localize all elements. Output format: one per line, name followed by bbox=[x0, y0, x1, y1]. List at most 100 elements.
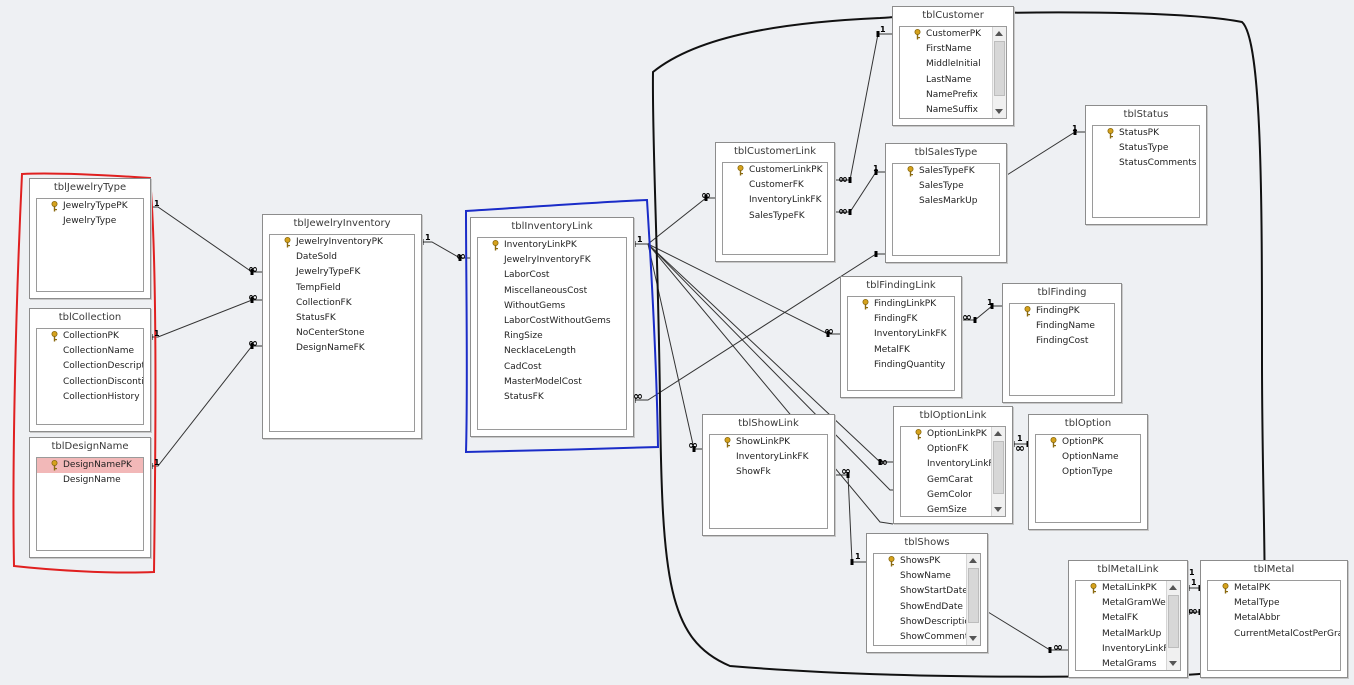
field[interactable]: SalesTypeFK bbox=[723, 209, 827, 224]
field[interactable]: JewelryInventoryFK bbox=[478, 253, 626, 268]
relationship-line[interactable] bbox=[422, 241, 470, 259]
relationship-line[interactable] bbox=[151, 299, 262, 338]
field[interactable]: LaborCostWithoutGems bbox=[478, 314, 626, 329]
scroll-up-arrow-icon[interactable] bbox=[995, 31, 1003, 36]
field[interactable]: TempField bbox=[270, 281, 414, 296]
field[interactable]: InventoryLinkFK bbox=[710, 450, 827, 465]
field[interactable]: CollectionFK bbox=[270, 296, 414, 311]
field[interactable]: MiscellaneousCost bbox=[478, 284, 626, 299]
scroll-thumb[interactable] bbox=[1168, 595, 1179, 649]
field[interactable]: MasterModelCost bbox=[478, 375, 626, 390]
primary-key-field[interactable]: FindingPK bbox=[1010, 304, 1114, 319]
scroll-up-arrow-icon[interactable] bbox=[969, 558, 977, 563]
field[interactable]: CurrentMetalCostPerGram bbox=[1208, 627, 1340, 642]
field[interactable]: OptionName bbox=[1036, 450, 1140, 465]
relationship-line[interactable] bbox=[634, 243, 893, 463]
field[interactable]: CadCost bbox=[478, 360, 626, 375]
scroll-thumb[interactable] bbox=[968, 568, 979, 623]
field[interactable]: OptionFK bbox=[901, 442, 1005, 457]
scroll-down-arrow-icon[interactable] bbox=[995, 109, 1003, 114]
field[interactable]: WithoutGems bbox=[478, 299, 626, 314]
scroll-thumb[interactable] bbox=[993, 441, 1004, 495]
scrollbar[interactable] bbox=[991, 427, 1005, 516]
field[interactable]: CollectionDisconti bbox=[37, 375, 143, 390]
primary-key-field[interactable]: MetalPK bbox=[1208, 581, 1340, 596]
field[interactable]: MetalType bbox=[1208, 596, 1340, 611]
field[interactable]: FindingName bbox=[1010, 319, 1114, 334]
primary-key-field[interactable]: FindingLinkPK bbox=[848, 297, 954, 312]
field[interactable]: NoCenterStone bbox=[270, 326, 414, 341]
field[interactable]: CustomerFK bbox=[723, 178, 827, 193]
field[interactable]: MiddleInitial bbox=[900, 57, 1006, 72]
relationship-line[interactable] bbox=[1006, 131, 1085, 176]
primary-key-field[interactable]: CollectionPK bbox=[37, 329, 143, 344]
relationship-line[interactable] bbox=[634, 197, 715, 245]
field[interactable]: RingSize bbox=[478, 329, 626, 344]
primary-key-field[interactable]: OptionPK bbox=[1036, 435, 1140, 450]
field[interactable]: InventoryLinkFK bbox=[848, 327, 954, 342]
field[interactable]: LastName bbox=[900, 73, 1006, 88]
primary-key-field[interactable]: ShowsPK bbox=[874, 554, 980, 569]
field[interactable]: MetalGramWeig bbox=[1076, 596, 1180, 611]
relationship-line[interactable] bbox=[962, 305, 1002, 321]
field[interactable]: DateSold bbox=[270, 250, 414, 265]
field[interactable]: DesignNameFK bbox=[270, 341, 414, 356]
field[interactable]: LaborCost bbox=[478, 268, 626, 283]
scroll-up-arrow-icon[interactable] bbox=[994, 431, 1002, 436]
field[interactable]: ShowFk bbox=[710, 465, 827, 480]
field[interactable]: MetalFK bbox=[848, 343, 954, 358]
primary-key-field[interactable]: InventoryLinkPK bbox=[478, 238, 626, 253]
field[interactable]: InventoryLinkFK bbox=[723, 193, 827, 208]
field[interactable]: StatusFK bbox=[478, 390, 626, 405]
field[interactable]: ShowName bbox=[874, 569, 980, 584]
field[interactable]: ShowStartDate bbox=[874, 584, 980, 599]
relationship-line[interactable] bbox=[835, 474, 866, 563]
primary-key-field[interactable]: DesignNamePK bbox=[37, 458, 143, 474]
field[interactable]: FindingQuantity bbox=[848, 358, 954, 373]
primary-key-field[interactable]: OptionLinkPK bbox=[901, 427, 1005, 442]
field[interactable]: FindingCost bbox=[1010, 334, 1114, 349]
field[interactable]: ShowDescriptic bbox=[874, 615, 980, 630]
field[interactable]: InventoryLinkFk bbox=[901, 457, 1005, 472]
primary-key-field[interactable]: ShowLinkPK bbox=[710, 435, 827, 450]
scrollbar[interactable] bbox=[992, 27, 1006, 118]
field[interactable]: SalesMarkUp bbox=[893, 194, 999, 209]
field[interactable]: ShowEndDate bbox=[874, 600, 980, 615]
primary-key-field[interactable]: JewelryInventoryPK bbox=[270, 235, 414, 250]
field[interactable]: SalesType bbox=[893, 179, 999, 194]
field[interactable]: MetalAbbr bbox=[1208, 611, 1340, 626]
primary-key-field[interactable]: CustomerPK bbox=[900, 27, 1006, 42]
field[interactable]: FirstName bbox=[900, 42, 1006, 57]
field[interactable]: StatusType bbox=[1093, 141, 1199, 156]
field[interactable]: CollectionHistory bbox=[37, 390, 143, 405]
field[interactable]: MetalMarkUp bbox=[1076, 627, 1180, 642]
relationship-line[interactable] bbox=[151, 206, 262, 273]
field[interactable]: JewelryTypeFK bbox=[270, 265, 414, 280]
primary-key-field[interactable]: CustomerLinkPK bbox=[723, 163, 827, 178]
field[interactable]: CollectionName bbox=[37, 344, 143, 359]
field[interactable]: GemSize bbox=[901, 503, 1005, 516]
